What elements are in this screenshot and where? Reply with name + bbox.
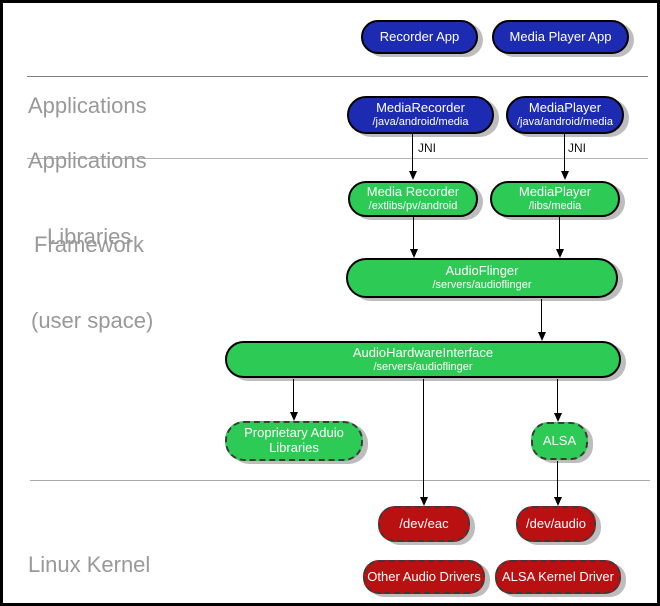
node-media-player-app: Media Player App xyxy=(492,20,629,54)
node-label: Recorder App xyxy=(379,28,460,44)
arrow-hwinterface-to-proprietary xyxy=(293,379,294,413)
node-label: Media Player App xyxy=(509,28,612,44)
arrowhead xyxy=(290,412,298,421)
node-audiohardwareinterface: AudioHardwareInterface /servers/audiofli… xyxy=(225,341,621,378)
node-label: MediaPlayer xyxy=(528,100,602,116)
section-label-applications: Applications xyxy=(28,36,147,176)
node-label: ALSA Kernel Driver xyxy=(502,568,614,584)
arrowhead xyxy=(556,249,564,258)
node-path: /java/android/media xyxy=(372,116,469,129)
section-label-text: Linux Kernel xyxy=(28,552,151,577)
section-label-text: Applications xyxy=(28,148,147,173)
divider-userspace-kernel xyxy=(30,480,650,481)
node-label: AudioHardwareInterface xyxy=(352,344,494,360)
node-mediaplayer-library: MediaPlayer /libs/media xyxy=(490,181,620,217)
node-path: /servers/audioflinger xyxy=(373,360,473,373)
divider-framework-libraries xyxy=(27,158,648,159)
section-label-text: Applications xyxy=(28,93,147,118)
arrowhead xyxy=(554,497,562,506)
arrow-mediarecorder-to-audioflinger xyxy=(413,217,414,250)
arrow-mediaplayer-jni xyxy=(564,134,565,172)
node-label: Other Audio Drivers xyxy=(367,568,481,584)
section-label-linux-kernel: Linux Kernel xyxy=(28,495,151,603)
node-label: MediaPlayer xyxy=(518,184,592,200)
arrow-hwinterface-to-alsa xyxy=(557,379,558,414)
node-label: AudioFlinger xyxy=(445,263,519,279)
node-label: ALSA xyxy=(542,432,577,448)
arrowhead xyxy=(554,413,562,422)
section-label-text: Libraries xyxy=(47,224,132,249)
node-path: /extlibs/pv/android xyxy=(368,200,458,213)
node-other-audio-drivers: Other Audio Drivers xyxy=(363,560,485,594)
node-label: MediaRecorder xyxy=(376,100,465,116)
node-path: /java/android/media xyxy=(516,116,613,129)
jni-label-left: JNI xyxy=(418,141,436,155)
node-proprietary-audio-libraries: Proprietary Aduio Libraries xyxy=(225,421,363,461)
node-mediarecorder-framework: MediaRecorder /java/android/media xyxy=(347,96,494,134)
arrowhead xyxy=(410,249,418,258)
node-label: Libraries xyxy=(269,440,319,455)
section-label-libraries: Libraries (user space) xyxy=(31,167,153,391)
node-path: /libs/media xyxy=(528,200,582,213)
node-dev-audio: /dev/audio xyxy=(516,506,596,542)
node-label: /dev/eac xyxy=(399,515,449,531)
node-path: /servers/audioflinger xyxy=(432,279,532,292)
node-label: Proprietary Aduio xyxy=(244,425,344,441)
node-alsa: ALSA xyxy=(531,422,588,460)
arrow-mediaplayer-to-audioflinger xyxy=(559,217,560,250)
arrow-hwinterface-to-dev-eac xyxy=(423,379,424,498)
arrow-mediarecorder-jni xyxy=(412,134,413,172)
section-label-applications-framework: Applications Framework xyxy=(28,91,147,315)
node-media-recorder-library: Media Recorder /extlibs/pv/android xyxy=(348,181,478,217)
node-audioflinger: AudioFlinger /servers/audioflinger xyxy=(346,258,618,298)
section-label-text: Framework xyxy=(34,232,145,257)
node-dev-eac: /dev/eac xyxy=(378,506,470,542)
node-label: /dev/audio xyxy=(526,515,586,531)
arrow-audioflinger-to-hwinterface xyxy=(541,299,542,333)
divider-applications-framework xyxy=(27,76,648,77)
arrowhead xyxy=(420,497,428,506)
node-label: Media Recorder xyxy=(366,184,460,200)
arrow-alsa-to-dev-audio xyxy=(557,461,558,498)
node-alsa-kernel-driver: ALSA Kernel Driver xyxy=(495,560,621,594)
node-mediaplayer-framework: MediaPlayer /java/android/media xyxy=(506,96,624,134)
arrowhead xyxy=(409,171,417,180)
section-label-text: (user space) xyxy=(31,308,154,333)
node-recorder-app: Recorder App xyxy=(361,20,478,54)
jni-label-right: JNI xyxy=(568,141,586,155)
arrowhead xyxy=(561,171,569,180)
arrowhead xyxy=(538,332,546,341)
